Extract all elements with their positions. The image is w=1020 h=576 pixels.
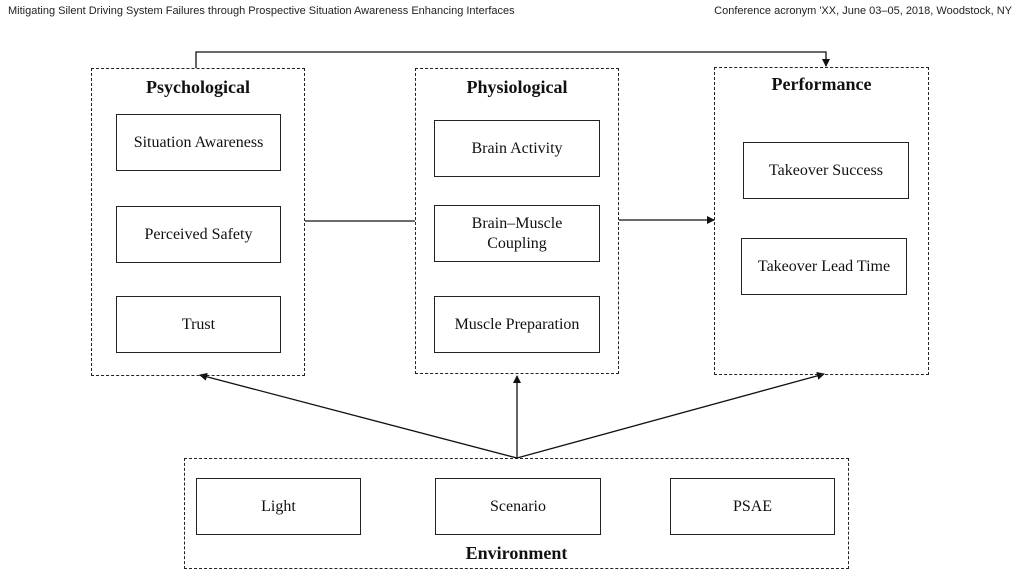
perceived-safety-box: Perceived Safety — [116, 206, 281, 263]
top-bracket-connector — [195, 51, 830, 68]
performance-group: Performance — [714, 67, 929, 375]
performance-title: Performance — [771, 74, 872, 94]
trust-box: Trust — [116, 296, 281, 353]
physiological-group: Physiological — [415, 68, 619, 374]
physiological-title: Physiological — [466, 77, 568, 97]
running-header-venue: Conference acronym 'XX, June 03–05, 2018… — [714, 5, 1012, 17]
environment-title: Environment — [465, 543, 568, 563]
environment-group: Environment — [184, 458, 849, 569]
brain-activity-box: Brain Activity — [434, 120, 600, 177]
psychological-group: Psychological — [91, 68, 305, 376]
psychological-title: Psychological — [146, 77, 250, 97]
scenario-box: Scenario — [435, 478, 601, 535]
situation-awareness-box: Situation Awareness — [116, 114, 281, 171]
running-header-title: Mitigating Silent Driving System Failure… — [8, 5, 515, 17]
psae-box: PSAE — [670, 478, 835, 535]
light-box: Light — [196, 478, 361, 535]
env-to-performance-arrow — [516, 371, 825, 459]
takeover-success-box: Takeover Success — [743, 142, 909, 199]
takeover-lead-time-box: Takeover Lead Time — [741, 238, 907, 295]
brain-muscle-coupling-box: Brain–Muscle Coupling — [434, 205, 600, 262]
muscle-preparation-box: Muscle Preparation — [434, 296, 600, 353]
env-to-psych-arrow — [199, 372, 518, 459]
